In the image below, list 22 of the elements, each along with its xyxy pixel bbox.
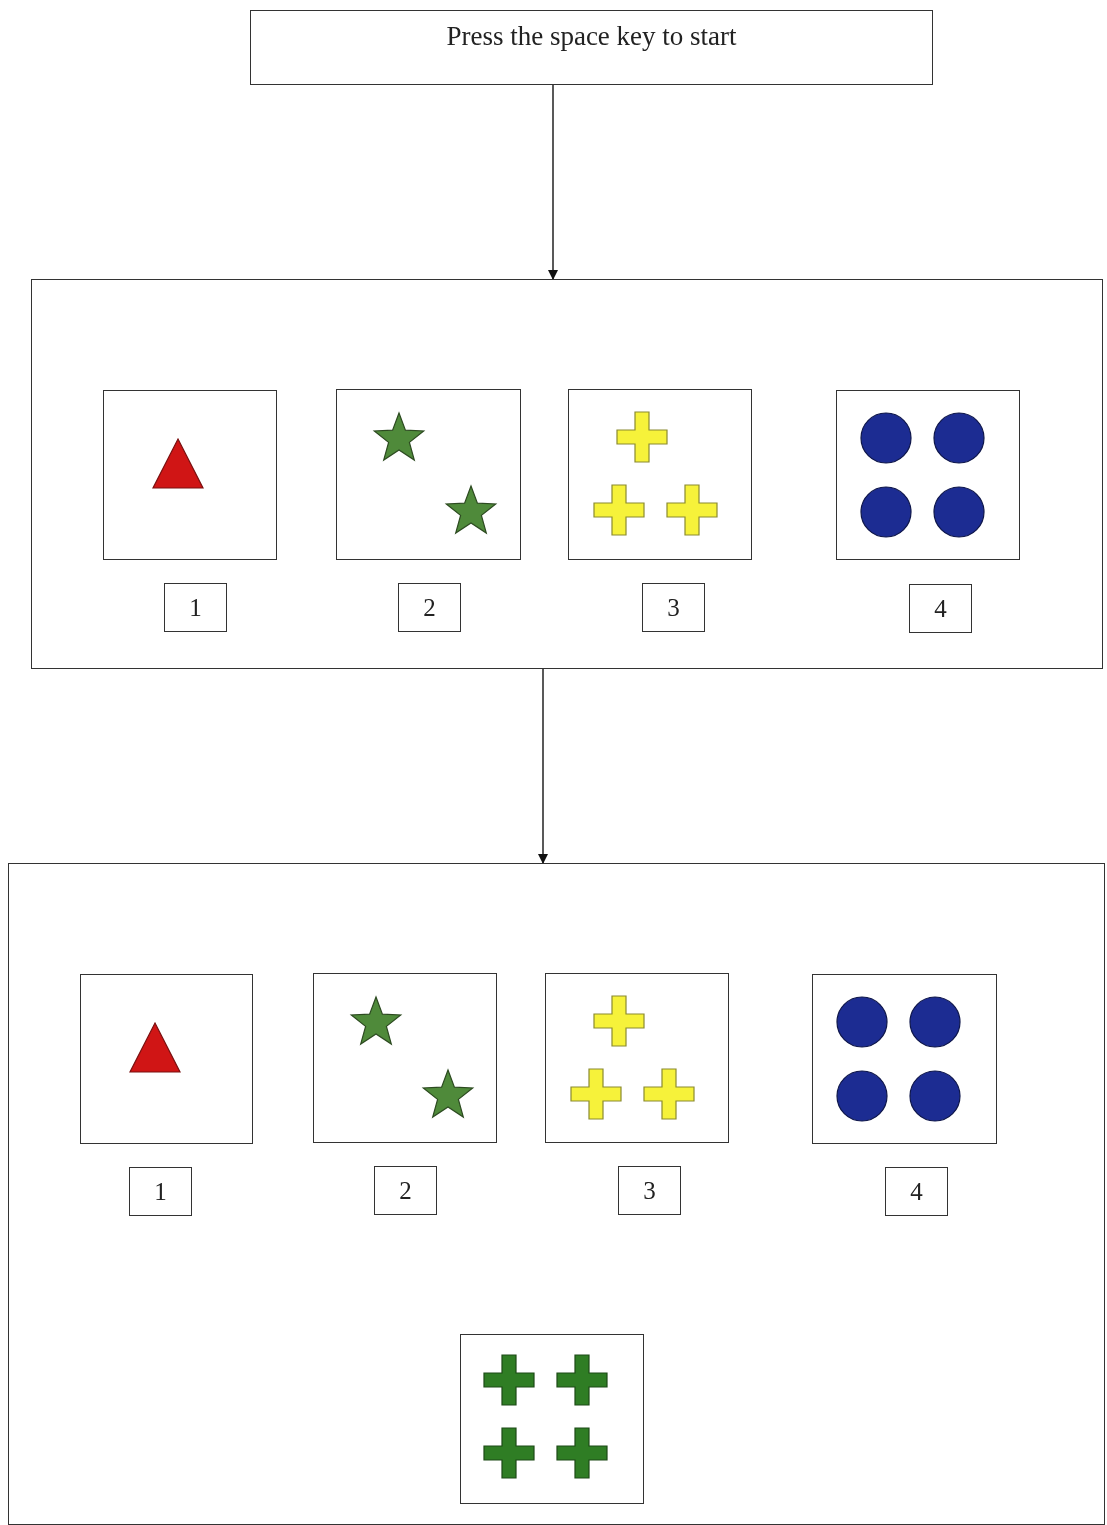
stimulus-card	[812, 974, 997, 1144]
trial-panel	[31, 279, 1103, 669]
stimulus-card	[836, 390, 1020, 560]
card-number: 4	[909, 584, 972, 633]
stimulus-card	[460, 1334, 644, 1504]
instruction-banner: Press the space key to start	[250, 10, 933, 85]
trial-panel	[8, 863, 1105, 1525]
card-number: 1	[164, 583, 227, 632]
card-number: 2	[374, 1166, 437, 1215]
stimulus-card	[545, 973, 729, 1143]
stimulus-card	[568, 389, 752, 560]
stimulus-card	[103, 390, 277, 560]
stimulus-card	[313, 973, 497, 1143]
stimulus-card	[80, 974, 253, 1144]
card-number: 3	[642, 583, 705, 632]
card-number: 1	[129, 1167, 192, 1216]
arrow	[538, 668, 548, 864]
arrow	[548, 84, 558, 280]
card-number: 3	[618, 1166, 681, 1215]
card-number: 4	[885, 1167, 948, 1216]
stimulus-card	[336, 389, 521, 560]
card-number: 2	[398, 583, 461, 632]
